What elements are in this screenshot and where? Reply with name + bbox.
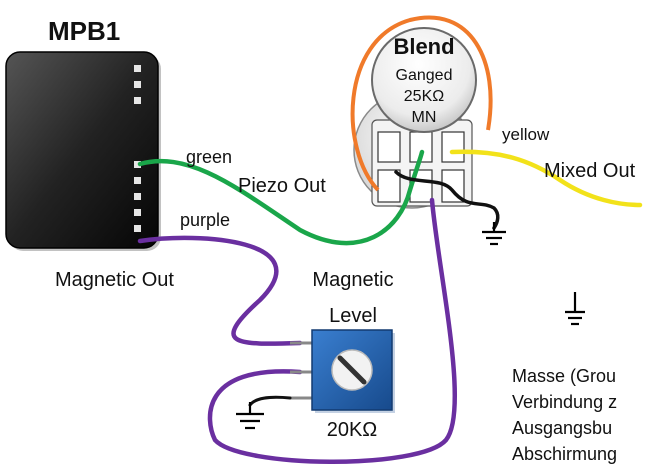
mixed-out-label: Mixed Out	[544, 160, 636, 182]
purple-wire-magnetic	[137, 235, 303, 346]
wire-label-green: green	[186, 147, 232, 167]
mpb1-title: MPB1	[48, 16, 120, 46]
ground-note-line2: Verbindung z	[512, 392, 617, 412]
ground-icon	[565, 292, 585, 326]
ground-wire-blend	[394, 170, 500, 230]
ground-note-line4: Abschirmung	[512, 444, 617, 464]
magnetic-out-label: Magnetic Out	[55, 269, 174, 291]
blend-title: Blend	[393, 34, 454, 59]
ground-note-line3: Ausgangsbu	[512, 418, 612, 438]
mpb1-pins	[134, 65, 141, 232]
piezo-out-label: Piezo Out	[238, 175, 326, 197]
green-wire	[137, 149, 425, 246]
ground-wire-trimmer	[248, 395, 292, 407]
wire-label-purple: purple	[180, 210, 230, 230]
ground-icon	[236, 402, 264, 430]
ground-icon	[482, 222, 506, 246]
orange-ring	[350, 15, 493, 192]
ground-note-line1: Masse (Grou	[512, 366, 616, 386]
blend-pot	[350, 15, 493, 209]
magnetic-level-label-2: Level	[329, 305, 377, 327]
blend-subtitle-value: 25KΩ	[404, 88, 444, 105]
yellow-wire	[449, 149, 643, 208]
blend-knob	[371, 27, 477, 133]
blend-lugs	[377, 131, 465, 203]
purple-wire-loop	[207, 197, 458, 464]
trimmer-value-label: 20KΩ	[327, 419, 378, 441]
magnetic-level-trimmer	[290, 329, 395, 413]
magnetic-level-label-1: Magnetic	[312, 269, 393, 291]
trimmer-screw-icon	[331, 349, 373, 391]
blend-subtitle-ganged: Ganged	[396, 67, 453, 84]
mpb1-module	[5, 51, 161, 251]
blend-subtitle-taper: MN	[412, 109, 437, 126]
wire-label-yellow: yellow	[502, 125, 550, 144]
